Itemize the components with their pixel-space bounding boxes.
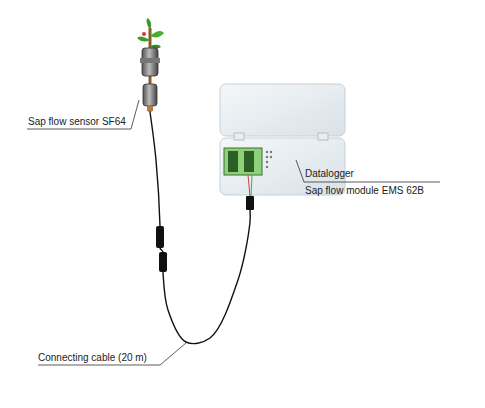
part-label: Datalogger: [305, 168, 354, 180]
sensor-node: Sap flow sensor SF64: [136, 26, 164, 112]
cable-connector: [156, 226, 167, 272]
datalogger-node: DataloggerSap flow module EMS 62B: [220, 82, 345, 210]
leader-line: [27, 100, 440, 365]
part-label: Sap flow sensor SF64: [28, 116, 126, 128]
part-label: Sap flow module EMS 62B: [305, 185, 424, 197]
cable: [150, 112, 250, 344]
plant: [137, 18, 164, 112]
edge-label: Connecting cable (20 m): [38, 352, 147, 364]
sap-flow-sensor: [140, 48, 160, 111]
